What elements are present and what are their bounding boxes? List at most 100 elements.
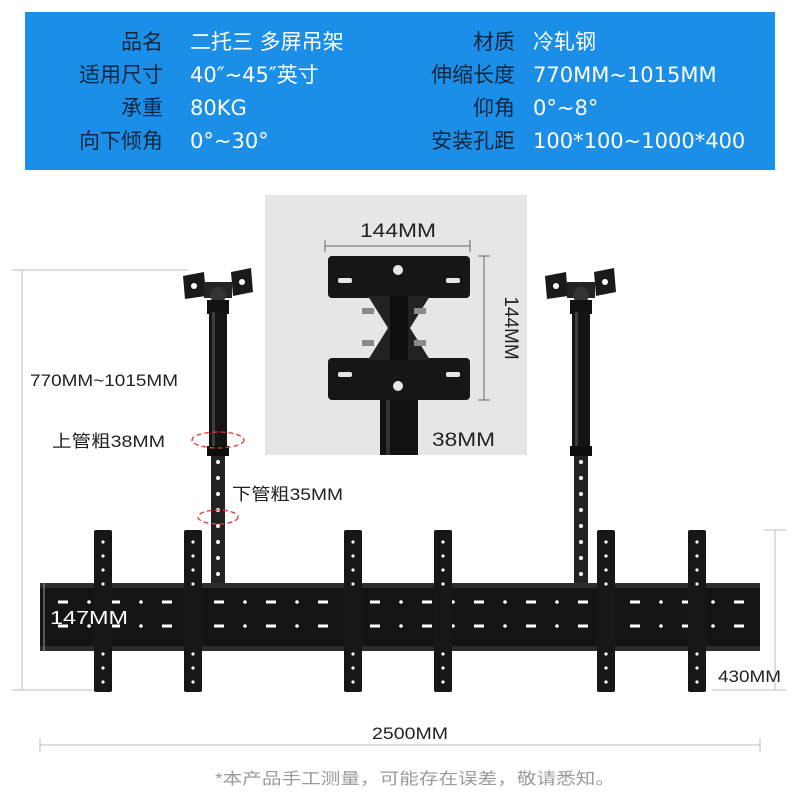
spec-value: 0°~8° bbox=[533, 96, 599, 120]
upper-tube-label: 上管粗38MM bbox=[52, 432, 165, 451]
plate-hole bbox=[393, 265, 403, 275]
crossbar-slot bbox=[214, 600, 224, 604]
crossbar-slot bbox=[734, 600, 744, 604]
tube-hole bbox=[579, 524, 583, 528]
crossbar-slot bbox=[58, 600, 68, 604]
upper-tube bbox=[209, 312, 227, 452]
bottom-plate bbox=[328, 358, 470, 400]
crossbar-slot bbox=[162, 600, 172, 604]
bracket-height-label: 430MM bbox=[718, 667, 781, 686]
crossbar-slot bbox=[422, 624, 432, 628]
crossbar-dot bbox=[399, 624, 403, 628]
pole-cap bbox=[570, 300, 592, 314]
screen-bracket bbox=[434, 530, 452, 692]
screen-brackets bbox=[94, 530, 706, 692]
height-range-label: 770MM~1015MM bbox=[30, 371, 178, 390]
bracket-hole bbox=[604, 568, 608, 572]
spec-label: 仰角 bbox=[473, 96, 515, 120]
bracket-hole bbox=[351, 652, 355, 656]
bracket-hole bbox=[695, 652, 699, 656]
screen-bracket bbox=[597, 530, 615, 692]
plate-detail-inset: 144MM 144MM 38MM bbox=[265, 195, 527, 455]
crossbar-slot bbox=[578, 600, 588, 604]
crossbar-slot bbox=[266, 600, 276, 604]
tube-highlight bbox=[212, 312, 215, 452]
tube-hole bbox=[579, 556, 583, 560]
spec-value: 100*100~1000*400 bbox=[533, 129, 746, 153]
screen-bracket bbox=[344, 530, 362, 692]
tube-hole bbox=[216, 524, 220, 528]
crossbar-dot bbox=[87, 600, 91, 604]
bolt bbox=[414, 308, 426, 314]
spec-label: 品名 bbox=[121, 30, 163, 54]
spec-label: 安装孔距 bbox=[431, 129, 515, 153]
crossbar-slot bbox=[266, 624, 276, 628]
spec-value: 80KG bbox=[190, 96, 247, 120]
lower-tube-label: 下管粗35MM bbox=[232, 485, 343, 504]
crossbar-slot bbox=[110, 600, 120, 604]
bracket-hole bbox=[191, 666, 195, 670]
bracket-hole bbox=[101, 582, 105, 586]
crossbar-slot bbox=[526, 600, 536, 604]
crossbar-slot bbox=[162, 624, 172, 628]
screen-bracket bbox=[688, 530, 706, 692]
spec-label: 伸缩长度 bbox=[431, 63, 515, 87]
crossbar-slot bbox=[734, 624, 744, 628]
left-pole bbox=[183, 268, 253, 585]
crossbar-holes bbox=[58, 600, 744, 628]
crossbar-top-lip bbox=[40, 583, 760, 588]
crossbar-dot bbox=[503, 624, 507, 628]
bolt bbox=[362, 308, 374, 314]
ceiling-knuckle bbox=[573, 287, 589, 303]
bolt bbox=[362, 340, 374, 346]
crossbar-slot bbox=[422, 600, 432, 604]
lower-tube-holes bbox=[579, 460, 583, 576]
bracket-hole bbox=[604, 582, 608, 586]
crossbar-dot bbox=[659, 624, 663, 628]
crossbar-dot bbox=[659, 600, 663, 604]
pole-diameter-label: 38MM bbox=[432, 430, 495, 451]
bracket-hole bbox=[441, 680, 445, 684]
main-crossbar bbox=[40, 583, 760, 651]
plate-slot bbox=[338, 278, 352, 283]
bracket-hole bbox=[441, 666, 445, 670]
crossbar-slot bbox=[110, 624, 120, 628]
bracket-hole bbox=[101, 652, 105, 656]
bracket-hole bbox=[101, 568, 105, 572]
top-plate bbox=[328, 256, 470, 298]
crossbar-dot bbox=[295, 624, 299, 628]
pole-cap bbox=[207, 300, 229, 314]
crossbar-slot bbox=[630, 624, 640, 628]
ceiling-hole bbox=[239, 279, 245, 285]
bracket-hole bbox=[191, 652, 195, 656]
tube-highlight bbox=[386, 400, 390, 455]
spec-row: 向下倾角 0°~30° 安装孔距 100*100~1000*400 bbox=[25, 125, 775, 158]
crossbar-slot bbox=[474, 600, 484, 604]
tube-collar bbox=[570, 446, 592, 456]
spec-label: 材质 bbox=[473, 30, 515, 54]
spec-value: 冷轧钢 bbox=[533, 30, 596, 54]
crossbar-slot bbox=[682, 624, 692, 628]
plate-slot bbox=[446, 278, 460, 283]
bracket-hole bbox=[604, 680, 608, 684]
spec-value: 0°~30° bbox=[190, 129, 269, 153]
inset-pole bbox=[380, 400, 418, 455]
crossbar-slot bbox=[370, 600, 380, 604]
spec-row: 承重 80KG 仰角 0°~8° bbox=[25, 92, 775, 125]
screen-bracket-holes bbox=[101, 540, 699, 684]
bracket-hole bbox=[101, 680, 105, 684]
bracket-hole bbox=[604, 652, 608, 656]
height-dimension bbox=[12, 269, 188, 691]
bracket-hole bbox=[191, 582, 195, 586]
crossbar-dot bbox=[711, 600, 715, 604]
crossbar-dot bbox=[503, 600, 507, 604]
plate-width-dim bbox=[324, 240, 471, 252]
spec-value: 770MM~1015MM bbox=[533, 63, 717, 87]
spec-label: 承重 bbox=[121, 96, 163, 120]
tube-hole bbox=[579, 492, 583, 496]
upper-tube-marker bbox=[191, 431, 245, 449]
bracket-hole bbox=[441, 540, 445, 544]
bracket-hole bbox=[604, 666, 608, 670]
spec-banner: 品名 二托三 多屏吊架 材质 冷轧钢 适用尺寸 40″~45″英寸 伸缩长度 7… bbox=[25, 12, 775, 170]
crossbar-dot bbox=[139, 624, 143, 628]
